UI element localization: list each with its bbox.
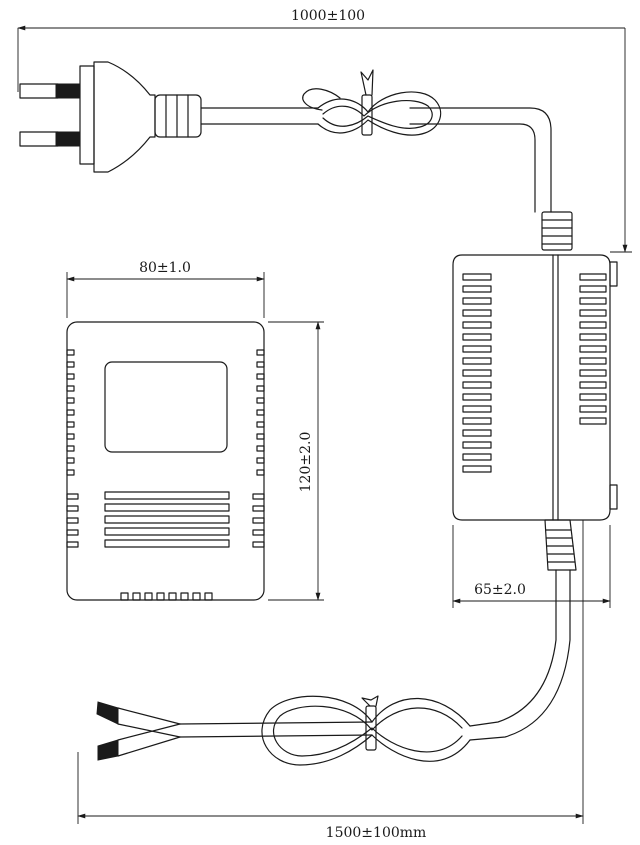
front-right-edge-slots (252, 349, 265, 548)
output-cable-tie (361, 695, 379, 751)
output-leads (96, 701, 181, 761)
mains-plug (19, 61, 202, 173)
output-cable-length-label: 1500±100mm (326, 825, 427, 841)
side-vent-slots-right (579, 273, 607, 425)
input-cable-tie (360, 69, 374, 136)
side-bottom-strain-relief (544, 519, 577, 571)
output-cable (96, 569, 571, 766)
side-top-strain-relief (541, 211, 573, 251)
width-dimension: 80±1.0 (66, 260, 265, 318)
output-cable-coil (179, 695, 471, 766)
input-cable-length-label: 1000±100 (291, 8, 365, 24)
front-left-edge-slots (66, 349, 79, 548)
depth-dimension: 65±2.0 (452, 525, 611, 608)
plug-pin-top (19, 83, 81, 99)
label-window (104, 361, 228, 453)
adapter-front-view (66, 321, 265, 601)
height-dimension: 120±2.0 (268, 321, 324, 601)
output-cable-dimension: 1500±100mm (77, 520, 584, 841)
side-depth-label: 65±2.0 (474, 582, 526, 598)
input-cable-coil (302, 69, 442, 136)
plug-pin-bottom (19, 131, 81, 147)
front-bottom-slots (120, 592, 213, 601)
front-width-label: 80±1.0 (139, 260, 191, 276)
input-cable (200, 69, 552, 213)
adapter-side-view (452, 211, 618, 571)
input-cable-dimension: 1000±100 (17, 8, 632, 253)
front-height-label: 120±2.0 (298, 432, 314, 493)
side-vent-slots-left (462, 273, 492, 473)
front-vent-grill (104, 491, 230, 548)
plug-strain-relief (154, 94, 202, 138)
